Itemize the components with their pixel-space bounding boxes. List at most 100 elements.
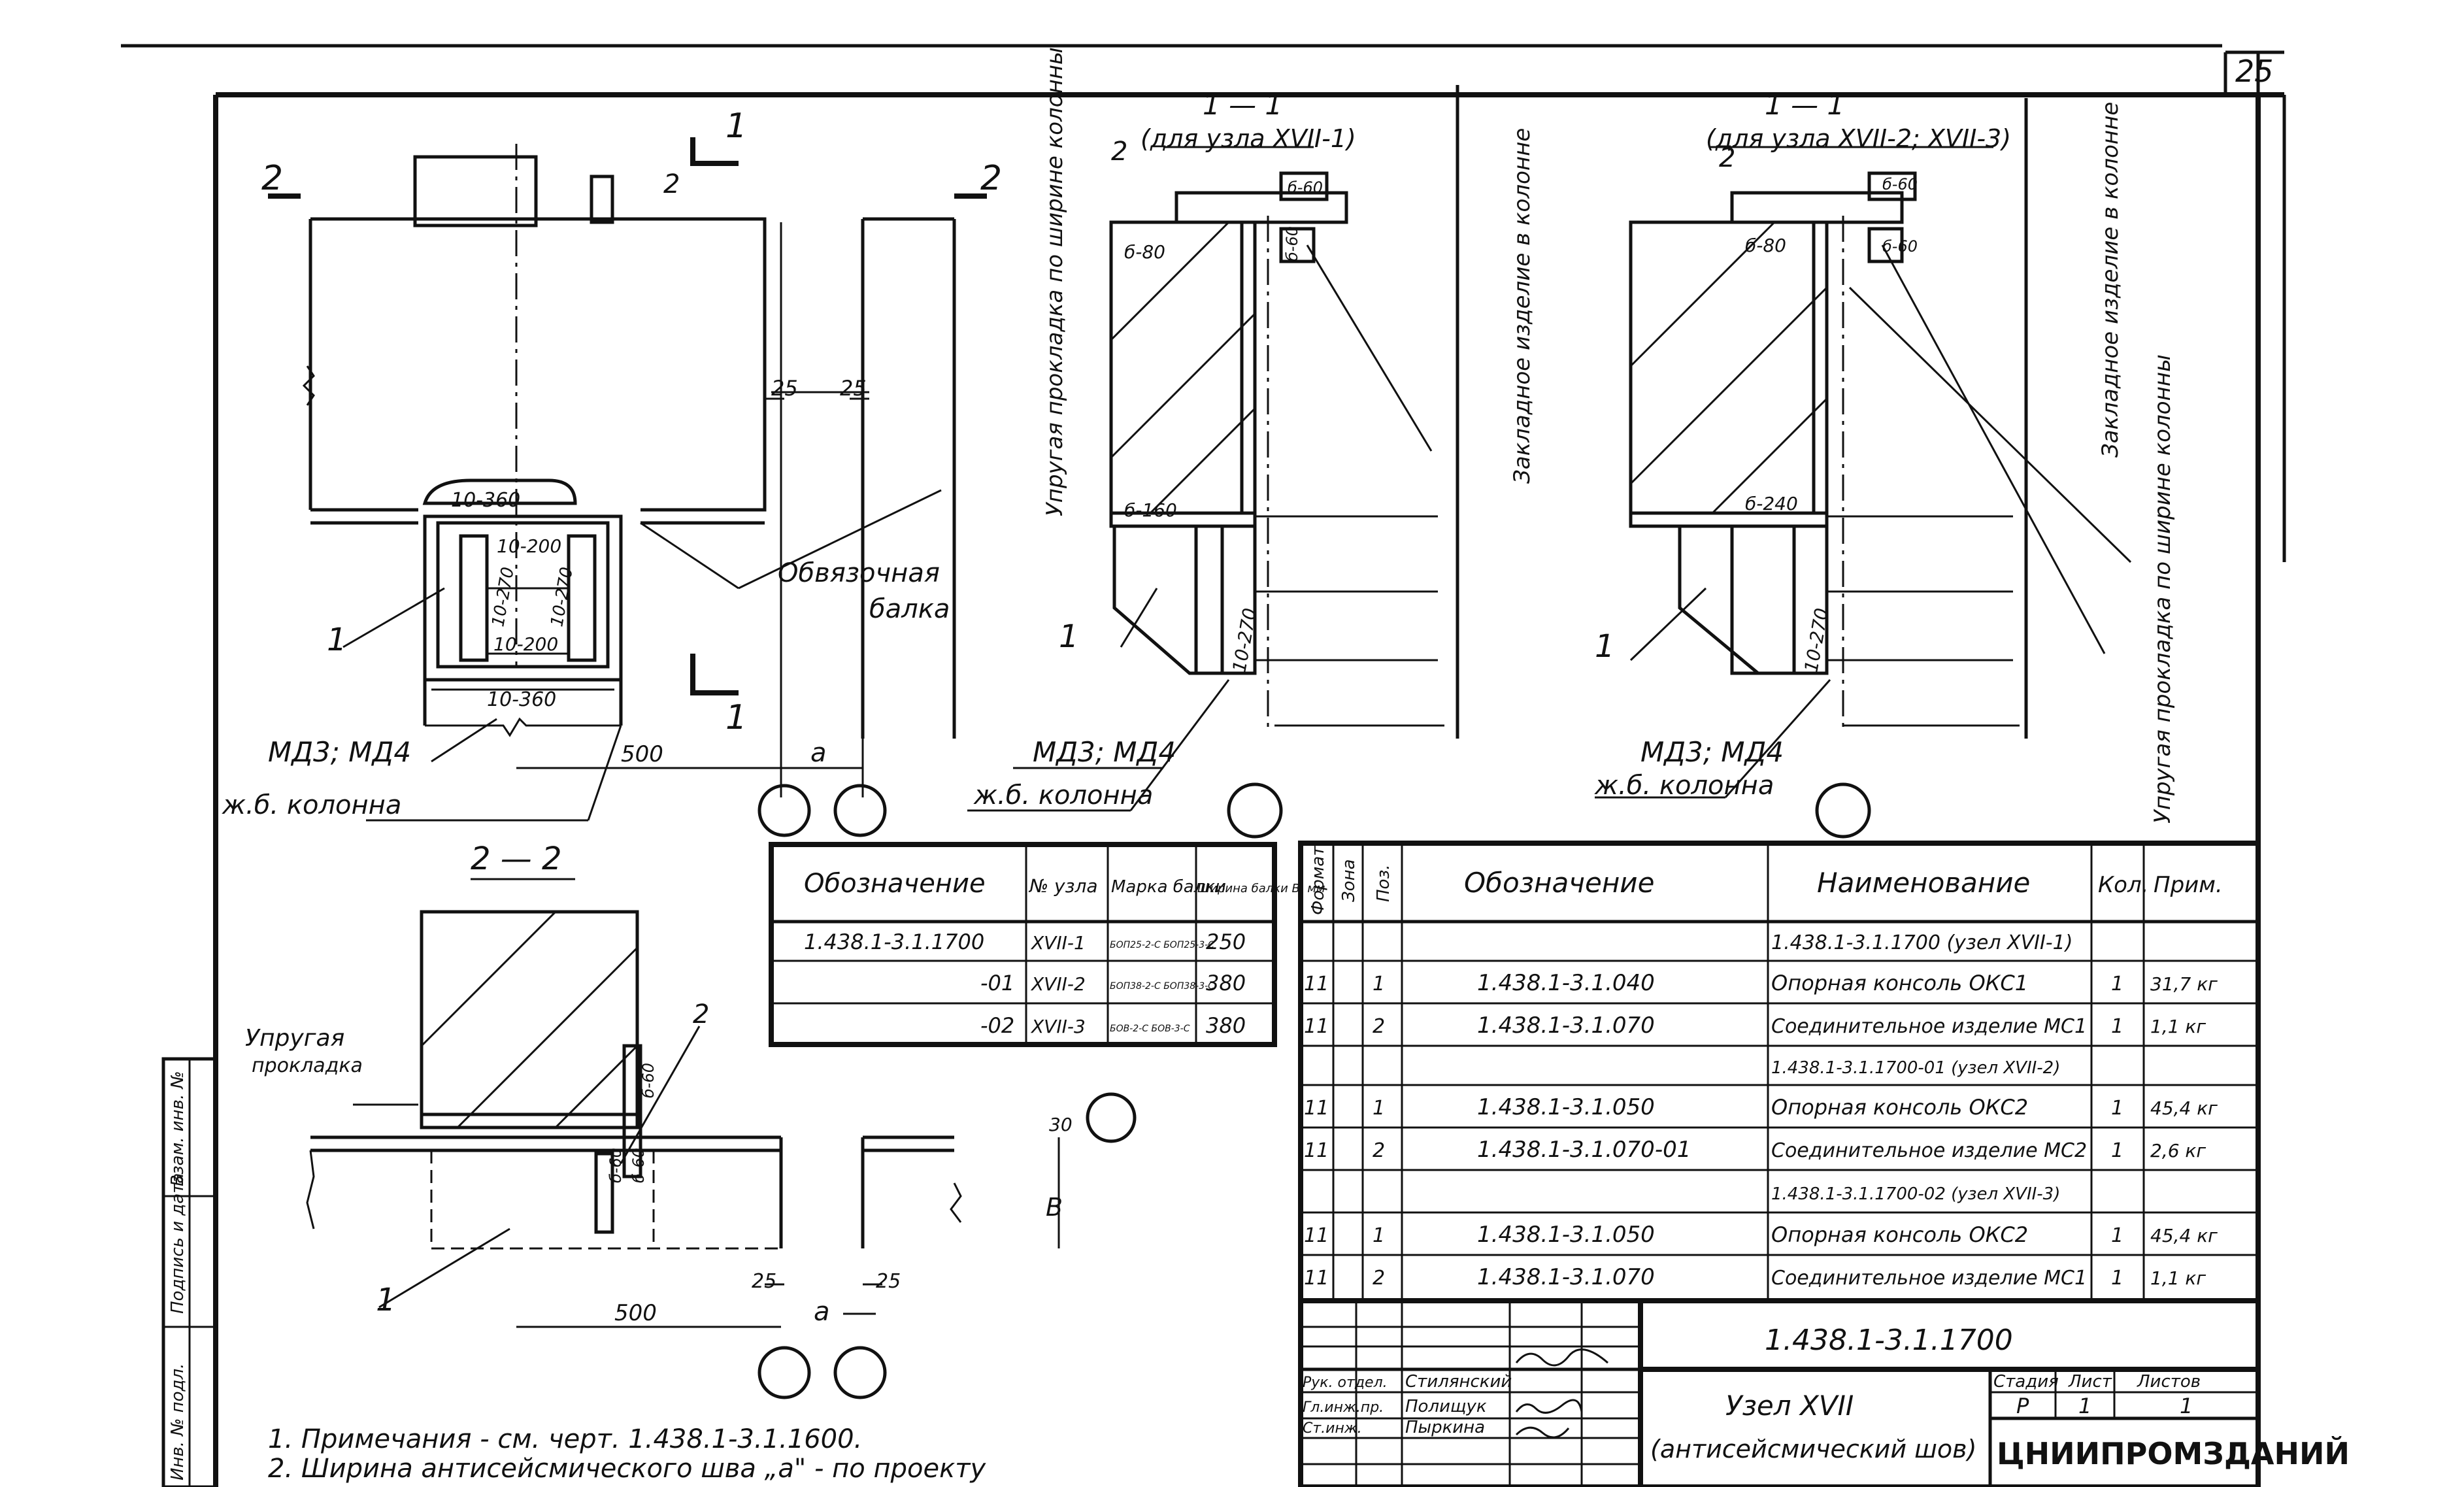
- spec-r1-note: 31,7 кг: [2150, 973, 2218, 995]
- title-block-grid: [1298, 1298, 2261, 1487]
- spec-r4-pos: 1: [1373, 1097, 1385, 1120]
- section-22-title: 2 — 2: [471, 841, 562, 877]
- spec-r7-name: Опорная консоль ОКС2: [1771, 1222, 2028, 1247]
- beam-table-r2c3: 380: [1206, 1013, 1246, 1038]
- section-22-pad-2: прокладка: [252, 1054, 363, 1077]
- beam-table-grid: [769, 842, 1277, 1047]
- plan-dim-25-right: 25: [840, 376, 867, 401]
- spec-r8-format: 11: [1304, 1267, 1329, 1290]
- section-a-pos-1: 1: [1059, 618, 1079, 655]
- sheet-number: 25: [2235, 54, 2274, 89]
- section-a-b60-1: б-60: [1288, 178, 1323, 197]
- side-stamp: [161, 1057, 218, 1487]
- tb-org: ЦНИИПРОМЗДАНИЙ: [1997, 1436, 2350, 1471]
- spec-h-format: Формат: [1308, 846, 1328, 915]
- plan-column-label: ж.б. колонна: [222, 790, 401, 820]
- spec-r7-qty: 1: [2111, 1224, 2123, 1247]
- beam-table-r2c0: -02: [980, 1013, 1014, 1038]
- beam-table-r0c0: 1.438.1-3.1.1700: [804, 929, 984, 954]
- plan-view: [268, 137, 987, 837]
- section-22-pad-1: Упругая: [245, 1025, 344, 1052]
- section-22-b60-b: б-60: [607, 1148, 625, 1183]
- section-22-dim-25b: 25: [876, 1270, 901, 1293]
- section-b-title: 1 — 1: [1765, 89, 1844, 121]
- tb-name-1: Полищук: [1405, 1397, 1487, 1416]
- spec-r2-pos: 2: [1373, 1015, 1385, 1038]
- note-2: 2. Ширина антисейсмического шва „а" - по…: [268, 1454, 987, 1484]
- plan-pos-1: 1: [327, 622, 347, 658]
- spec-r4-name: Опорная консоль ОКС2: [1771, 1095, 2028, 1120]
- plan-beam-label-2: балка: [869, 594, 950, 624]
- tb-sheet: 1: [2078, 1394, 2091, 1418]
- plan-cut-1-bottom: 1: [725, 698, 747, 737]
- tb-role-2: Ст.инж.: [1303, 1420, 1362, 1437]
- section-a-b80: б-80: [1124, 241, 1165, 263]
- spec-r1-format: 11: [1304, 973, 1329, 995]
- spec-r8-qty: 1: [2111, 1267, 2123, 1290]
- section-1-1-b: [1595, 98, 2132, 839]
- tb-title-2: (антисейсмический шов): [1650, 1435, 1976, 1463]
- tb-stage-header: Стадия: [1993, 1372, 2059, 1392]
- spec-r5-pos: 2: [1373, 1139, 1385, 1162]
- section-22-pos-1: 1: [376, 1282, 396, 1318]
- signature-scribbles: [1515, 1348, 1608, 1439]
- tb-title-1: Узел XVII: [1725, 1390, 1854, 1422]
- plan-plate-right: 10-270: [547, 565, 577, 628]
- section-22-dim-25a: 25: [752, 1270, 776, 1293]
- section-a-embed-label: Закладное изделие в колонне: [1509, 128, 1535, 484]
- beam-table-h3: Ширина балки В, мм: [1197, 882, 1325, 895]
- section-a-pad-label: Упругая прокладка по ширине колонны: [1042, 47, 1068, 516]
- spec-h-zone: Зона: [1339, 859, 1359, 902]
- section-2-2: [306, 878, 1137, 1399]
- spec-r7-pos: 1: [1373, 1224, 1385, 1247]
- section-b-pos-1: 1: [1595, 628, 1615, 665]
- section-a-subtitle: (для узла XVII-1): [1140, 124, 1356, 153]
- spec-r4-format: 11: [1304, 1097, 1329, 1120]
- plan-cut-2-right: 2: [980, 159, 1002, 198]
- beam-table-h0: Обозначение: [804, 869, 986, 899]
- beam-table-r2c1: XVII-3: [1030, 1016, 1086, 1037]
- spec-r2-note: 1,1 кг: [2150, 1016, 2206, 1037]
- beam-table-r0c1: XVII-1: [1030, 932, 1086, 954]
- spec-r7-format: 11: [1304, 1224, 1329, 1247]
- spec-r4-note: 45,4 кг: [2150, 1097, 2218, 1119]
- section-22-pos-2: 2: [693, 999, 709, 1029]
- tb-name-2: Пыркина: [1405, 1418, 1485, 1437]
- spec-r2-qty: 1: [2111, 1015, 2123, 1038]
- spec-r5-format: 11: [1304, 1139, 1329, 1162]
- spec-r4-qty: 1: [2111, 1097, 2123, 1120]
- section-22-b60-c: б-60: [629, 1148, 648, 1183]
- section-a-b160: б-160: [1124, 499, 1177, 521]
- spec-h-qty: Кол.: [2098, 872, 2148, 898]
- beam-table-r0c2: БОП25-2-С БОП25-3-С: [1110, 940, 1214, 950]
- plan-cut-2-left: 2: [261, 159, 283, 198]
- plan-plate-inner-top: 10-200: [497, 535, 561, 557]
- section-b-pad-label: Упругая прокладка по ширине колонны: [2150, 354, 2176, 824]
- beam-table-r1c2: БОП38-2-С БОП38-3-С: [1110, 981, 1214, 992]
- spec-r2-format: 11: [1304, 1015, 1329, 1038]
- side-stamp-signature-date: Подпись и дата: [168, 1173, 188, 1314]
- spec-r8-name: Соединительное изделие МС1: [1771, 1267, 2087, 1290]
- section-b-column-label: ж.б. колонна: [1594, 771, 1774, 801]
- plan-plate-inner-bottom: 10-200: [493, 633, 558, 655]
- section-a-pos-2: 2: [1111, 137, 1127, 167]
- beam-table-h2: Марка балки: [1111, 877, 1226, 897]
- spec-r1-desig: 1.438.1-3.1.040: [1477, 970, 1655, 996]
- tb-stage: Р: [2016, 1394, 2029, 1418]
- section-b-b240: б-240: [1745, 493, 1798, 514]
- section-a-title: 1 — 1: [1203, 89, 1282, 121]
- spec-h-name: Наименование: [1817, 867, 2030, 899]
- beam-table-r2c2: БОВ-2-С БОВ-3-С: [1110, 1024, 1190, 1034]
- side-stamp-inv-podl: Инв. № подл.: [168, 1363, 188, 1480]
- plan-beam-label-1: Обвязочная: [778, 558, 940, 588]
- section-22-b60-a: б-60: [639, 1063, 658, 1098]
- spec-r7-note: 45,4 кг: [2150, 1225, 2218, 1246]
- tb-sheet-header: Лист: [2068, 1372, 2112, 1392]
- spec-h-designation: Обозначение: [1464, 867, 1654, 899]
- spec-h-note: Прим.: [2154, 872, 2223, 898]
- section-a-md-label: МД3; МД4: [1033, 736, 1176, 768]
- spec-r2-desig: 1.438.1-3.1.070: [1477, 1012, 1655, 1039]
- beam-table-r1c1: XVII-2: [1030, 973, 1086, 995]
- plan-cut-1-top: 1: [725, 107, 747, 146]
